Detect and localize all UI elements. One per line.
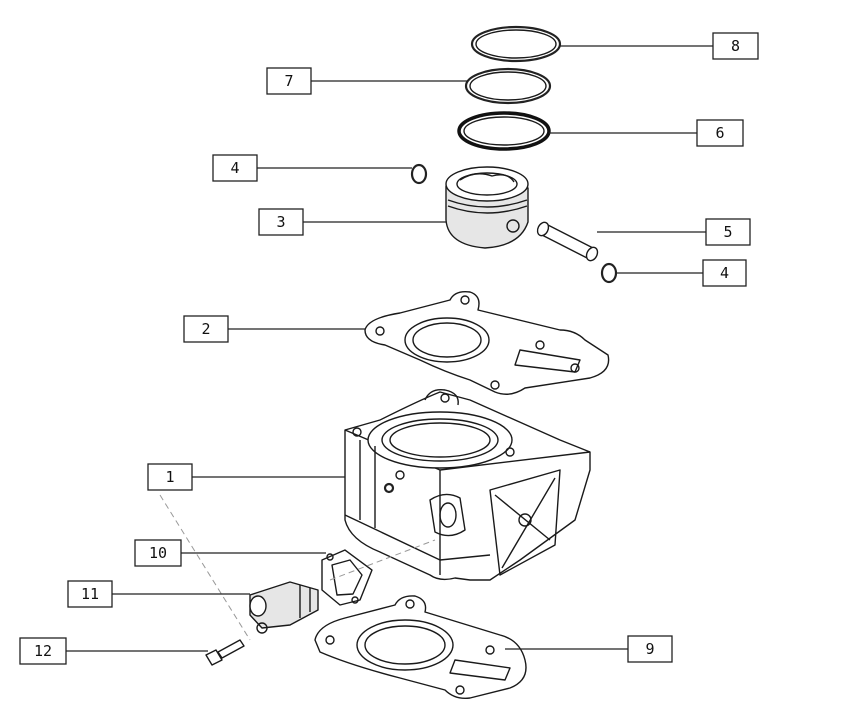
svg-text:9: 9 (645, 640, 654, 658)
callout-7: 7 (266, 67, 312, 95)
circlip-right (600, 262, 618, 284)
callout-11: 11 (67, 580, 113, 608)
piston-ring-top (470, 25, 562, 63)
bolt (205, 639, 245, 666)
svg-text:4: 4 (230, 159, 239, 177)
svg-text:8: 8 (731, 37, 740, 55)
cylinder-base-gasket (314, 595, 527, 700)
svg-text:11: 11 (81, 585, 99, 603)
svg-text:6: 6 (715, 124, 724, 142)
svg-text:1: 1 (165, 468, 174, 486)
svg-text:12: 12 (34, 642, 52, 660)
cylinder-block (344, 389, 591, 581)
callout-3: 3 (258, 208, 304, 236)
callout-4-right: 4 (702, 259, 747, 287)
piston-ring-second (464, 67, 552, 105)
callout-5: 5 (705, 218, 751, 246)
svg-text:4: 4 (720, 264, 729, 282)
callout-10: 10 (134, 539, 182, 567)
callout-6: 6 (696, 119, 744, 147)
leader-lines (66, 45, 713, 652)
callout-2: 2 (183, 315, 229, 343)
callout-9: 9 (627, 635, 673, 663)
callout-1: 1 (147, 463, 193, 491)
svg-text:2: 2 (201, 320, 210, 338)
tensioner-gasket (321, 549, 373, 606)
svg-text:10: 10 (149, 544, 167, 562)
cam-chain-tensioner (249, 581, 319, 634)
oil-ring (457, 111, 551, 151)
callout-12: 12 (19, 637, 67, 665)
callout-4-left: 4 (212, 154, 258, 182)
svg-text:3: 3 (276, 213, 285, 231)
svg-text:5: 5 (723, 223, 732, 241)
piston-pin (536, 221, 599, 262)
brand-logo-icon (383, 482, 395, 494)
callout-8: 8 (712, 32, 759, 60)
svg-text:7: 7 (284, 72, 293, 90)
cylinder-head-gasket (364, 290, 610, 395)
circlip-left (410, 163, 428, 185)
piston (445, 166, 529, 249)
